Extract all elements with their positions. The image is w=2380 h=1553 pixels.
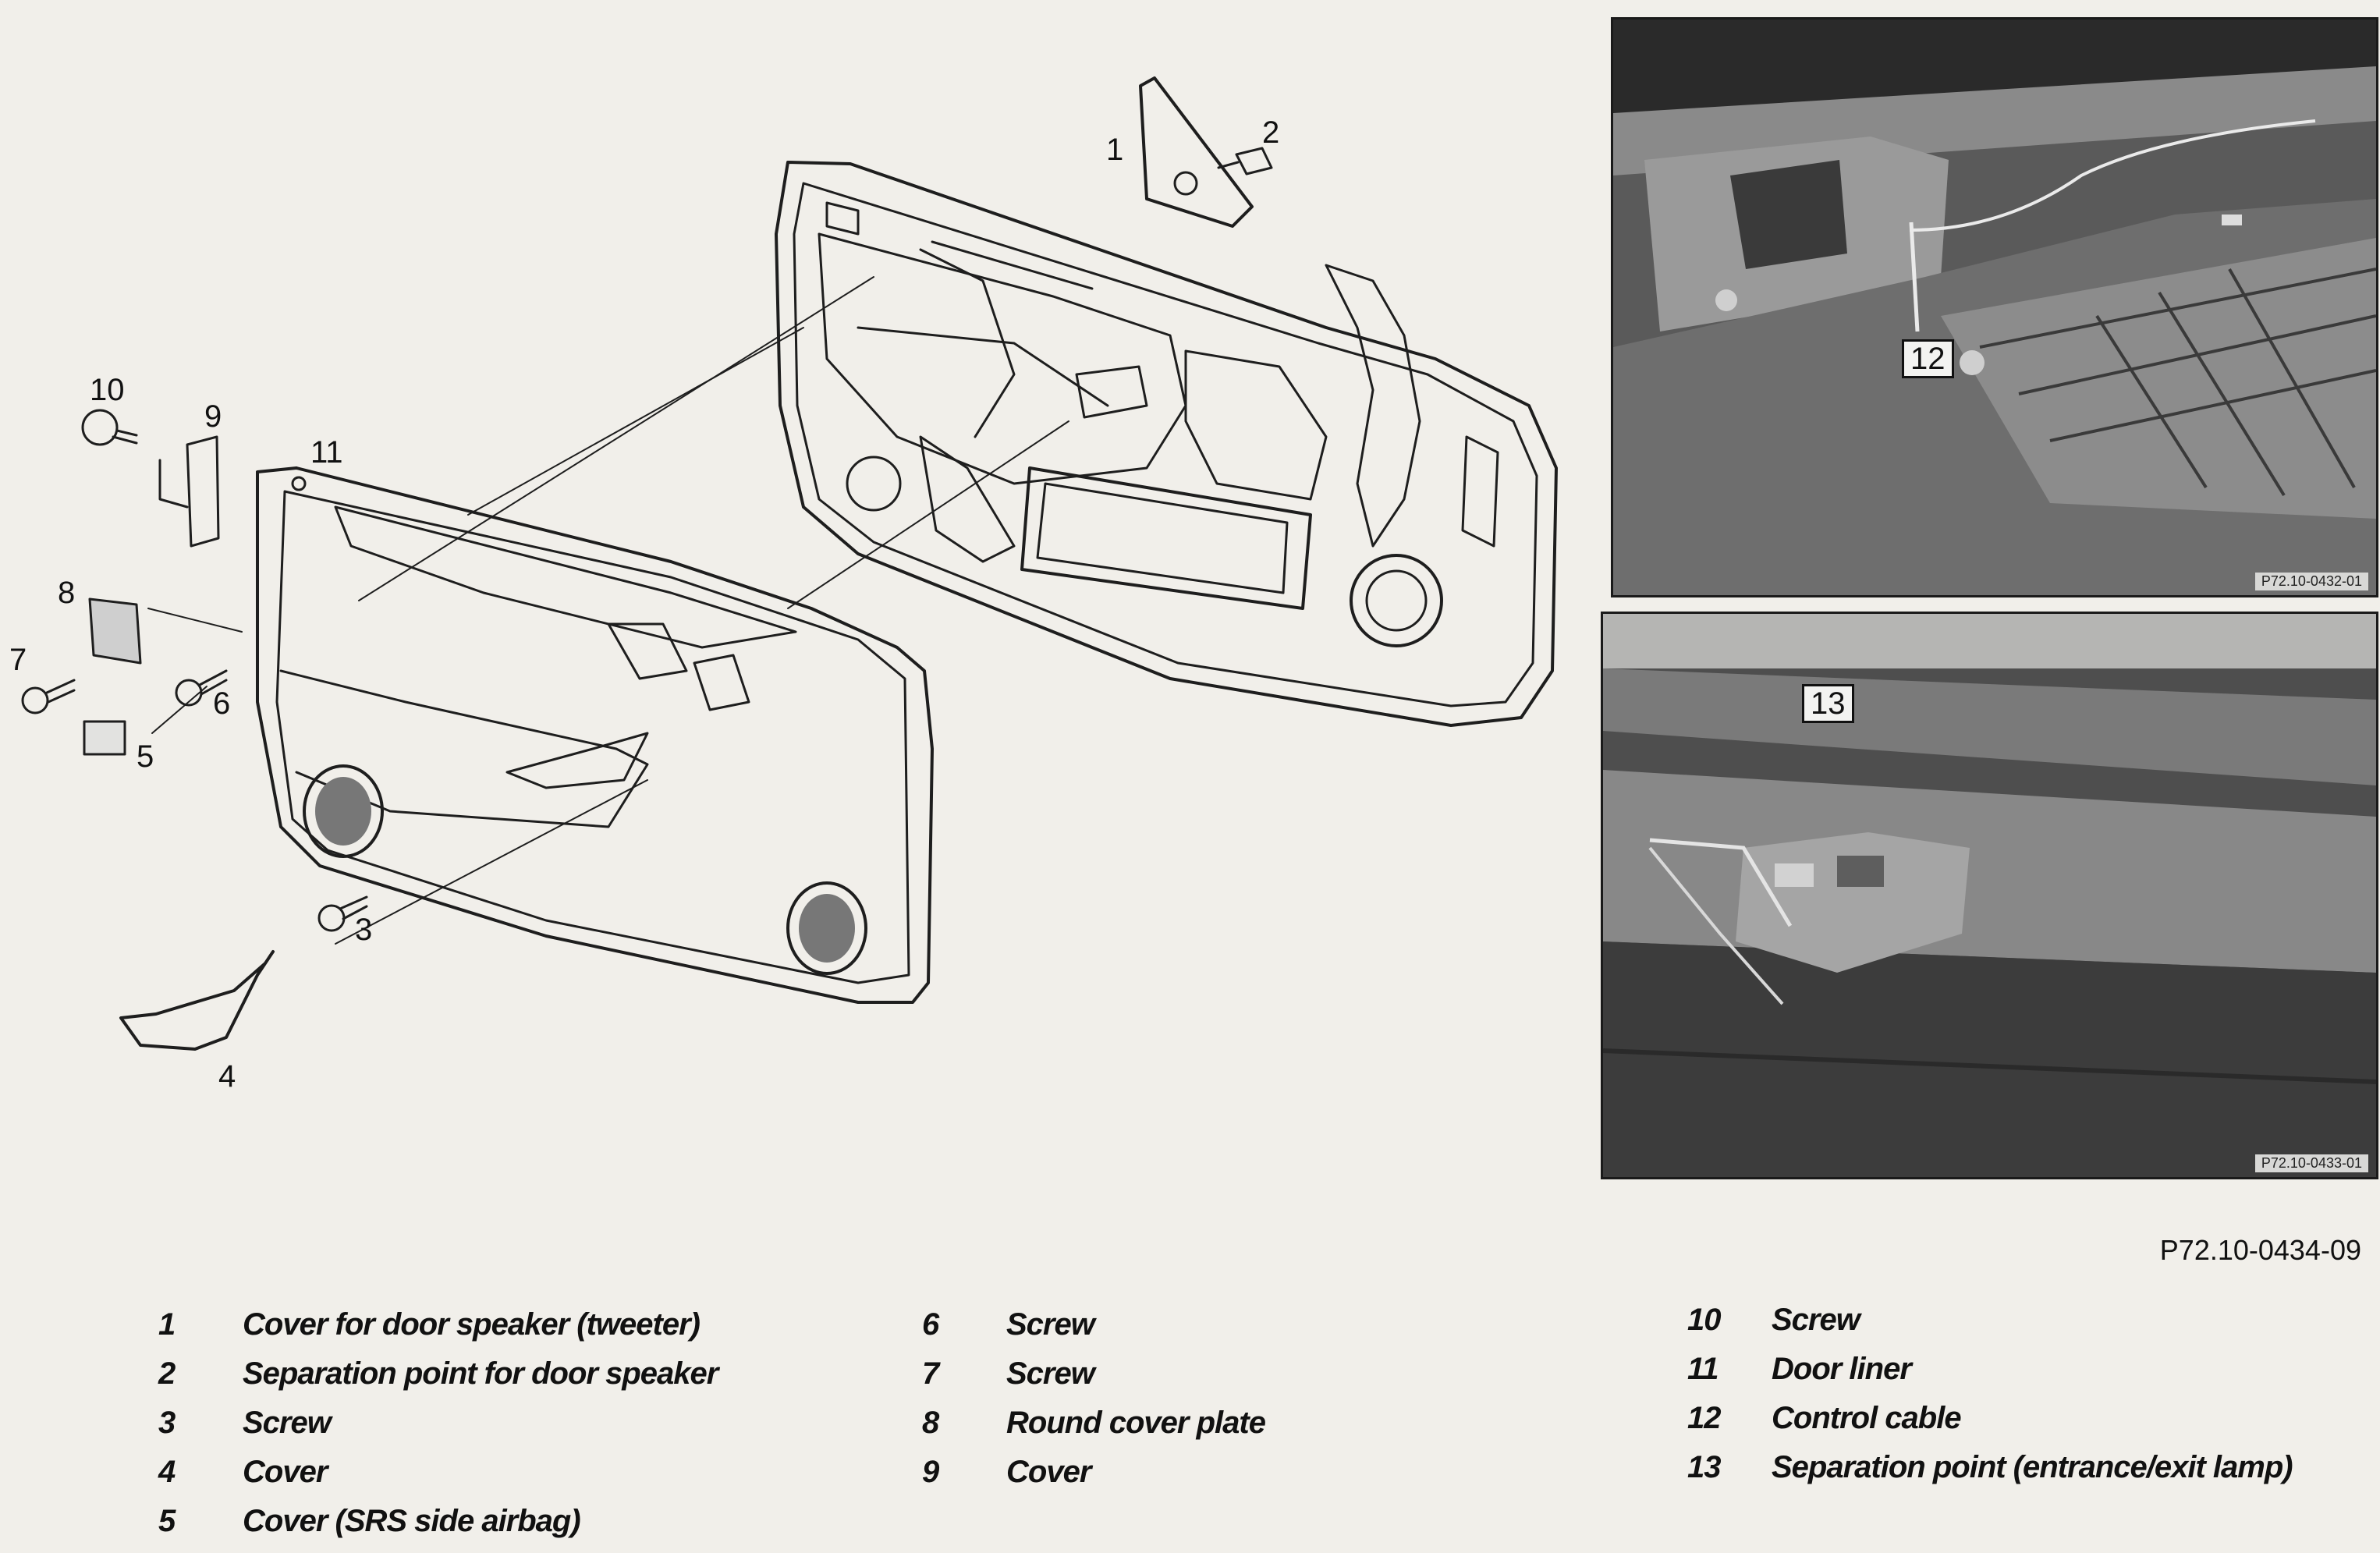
legend-number: 2 [158,1356,176,1391]
alignment-lines [147,276,1069,945]
legend-item: 8 Round cover plate [922,1406,1266,1455]
cover-part-4 [119,950,275,1051]
legend-number: 5 [158,1504,176,1538]
legend-number: 10 [1687,1303,1722,1337]
legend-number: 12 [1687,1401,1722,1435]
legend-text: Cover for door speaker (tweeter) [243,1307,701,1342]
photo-top-image [1613,20,2376,595]
legend-number: 8 [922,1406,939,1440]
legend-text: Cover (SRS side airbag) [243,1504,581,1538]
legend-item: 12 Control cable [1687,1401,2293,1450]
legend-text: Screw [1006,1356,1095,1391]
legend-text: Separation point for door speaker [243,1356,718,1391]
photo-control-cable: 12 P72.10-0432-01 [1611,17,2378,597]
legend-text: Separation point (entrance/exit lamp) [1772,1450,2293,1484]
legend-item: 13 Separation point (entrance/exit lamp) [1687,1450,2293,1499]
screw-part-7 [21,679,76,714]
legend-item: 10 Screw [1687,1303,2293,1352]
photo-callout-12: 12 [1902,339,1954,378]
round-cover-plate-part-8 [88,597,142,665]
legend-number: 9 [922,1455,939,1489]
part-label-5: 5 [137,739,154,774]
part-label-7: 7 [9,643,27,677]
part-label-4: 4 [218,1059,236,1094]
legend-item: 1 Cover for door speaker (tweeter) [158,1307,718,1356]
airbag-cover-part-5 [83,720,126,756]
screw-part-3 [317,895,368,932]
part-label-11: 11 [310,435,343,470]
legend-text: Round cover plate [1006,1406,1266,1440]
legend-item: 2 Separation point for door speaker [158,1356,718,1406]
legend-number: 11 [1687,1352,1719,1386]
part-label-1: 1 [1106,133,1124,167]
legend-text: Screw [1006,1307,1095,1342]
part-label-8: 8 [58,576,76,610]
cover-part-9 [158,435,220,548]
legend-item: 5 Cover (SRS side airbag) [158,1504,718,1553]
photo-bottom-code: P72.10-0433-01 [2254,1154,2368,1172]
legend-item: 9 Cover [922,1455,1265,1504]
photo-bottom-image [1603,614,2376,1177]
legend-text: Control cable [1772,1401,1962,1435]
legend-number: 1 [158,1307,176,1342]
screw-part-10 [81,409,138,446]
legend-column-1: 1 Cover for door speaker (tweeter) 2 Separ… [158,1307,718,1553]
legend-number: 4 [158,1455,176,1489]
legend-item: 7 Screw [922,1356,1265,1406]
legend-number: 3 [158,1406,176,1440]
photo-top-code: P72.10-0432-01 [2254,573,2368,590]
door-shell [775,161,1558,727]
legend-text: Door liner [1772,1352,1912,1386]
photo-entrance-lamp: 13 P72.10-0433-01 [1601,612,2378,1179]
legend-number: 6 [922,1307,939,1342]
legend-number: 7 [922,1356,939,1391]
tweeter-cover-part-1 [1139,76,1254,228]
screw-part-6 [175,669,228,707]
part-label-9: 9 [204,399,222,434]
figure-code: P72.10-0434-09 [2159,1234,2361,1266]
legend-text: Screw [243,1406,332,1440]
door-liner-part-11 [256,466,934,1004]
speaker-connector-part-2 [1217,147,1273,176]
legend-item: 4 Cover [158,1455,718,1504]
legend-text: Screw [1772,1303,1860,1337]
part-label-10: 10 [90,373,125,407]
photo-callout-13: 13 [1802,684,1854,723]
legend-number: 13 [1687,1450,1722,1484]
door-line-art [21,76,1558,1051]
legend-text: Cover [243,1455,328,1489]
part-label-2: 2 [1262,115,1280,150]
part-label-6: 6 [213,686,231,721]
part-label-3: 3 [355,913,373,947]
legend-item: 11 Door liner [1687,1352,2293,1401]
legend-text: Cover [1006,1455,1091,1489]
legend-item: 3 Screw [158,1406,718,1455]
legend-column-3: 10 Screw 11 Door liner 12 Control cable 13 S… [1687,1303,2293,1499]
legend-item: 6 Screw [922,1307,1265,1356]
